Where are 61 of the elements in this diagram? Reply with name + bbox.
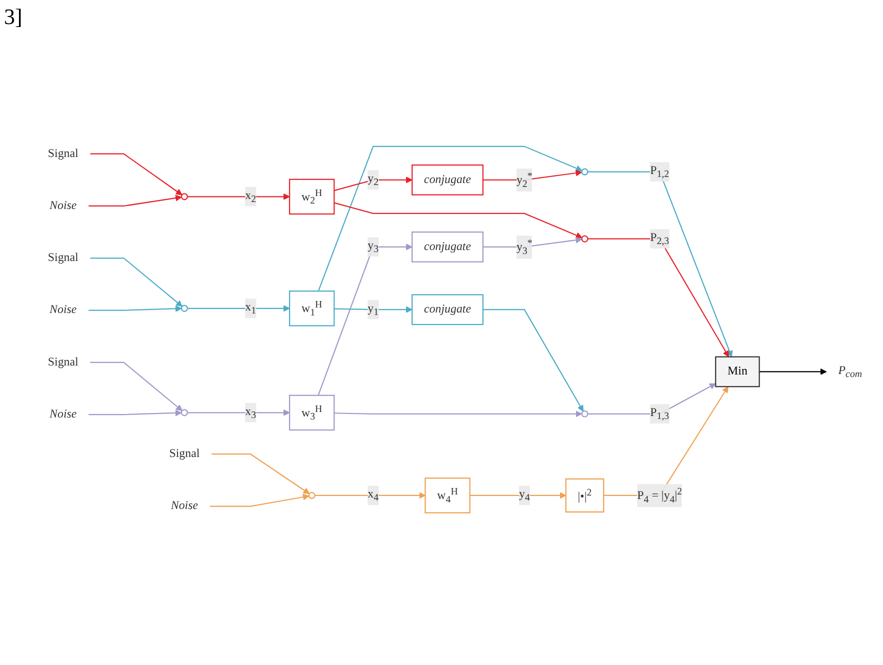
- arrow: [588, 383, 716, 414]
- edge-label: P$_{1,2}$: [650, 164, 670, 180]
- arrow: [334, 410, 582, 418]
- edge-label: P$_{4}$ = |y$_{4}$|$^{2}$: [637, 486, 682, 505]
- arrow: [187, 305, 290, 312]
- node-circle: [180, 193, 188, 200]
- node-box: conjugate: [412, 164, 484, 196]
- arrow: [482, 309, 584, 412]
- edge-label: x$_{1}$: [245, 300, 256, 316]
- node-circle: [581, 410, 588, 418]
- arrow: [88, 305, 182, 312]
- node-text: Noise: [50, 199, 77, 212]
- note-text: 3]: [4, 4, 22, 30]
- edge-label: x$_{3}$: [245, 405, 256, 420]
- edge-label: x$_{2}$: [245, 189, 256, 204]
- node-circle: [308, 492, 316, 499]
- node-box: conjugate: [412, 231, 484, 262]
- node-text: Signal: [48, 251, 78, 264]
- edge-label: y$_{4}$: [518, 488, 530, 503]
- arrow: [334, 306, 412, 313]
- edge-label: y$_{3}$: [368, 239, 379, 254]
- edge-label: P$_{2,3}$: [650, 231, 670, 246]
- node-text: Signal: [169, 447, 200, 460]
- arrow: [88, 194, 182, 206]
- node-text: Signal: [48, 147, 78, 160]
- arrow: [318, 146, 582, 292]
- edge-label: x$_{4}$: [368, 488, 379, 503]
- node-circle: [180, 409, 188, 416]
- arrow: [482, 236, 582, 248]
- node-text: P$_{com}$: [838, 364, 862, 380]
- arrow: [604, 386, 728, 496]
- arrow: [90, 153, 182, 196]
- arrow: [588, 171, 733, 358]
- arrow: [470, 492, 566, 499]
- edge-label: y$_{2}$: [368, 172, 379, 188]
- arrow: [88, 410, 182, 416]
- node-box: Min: [715, 356, 760, 388]
- arrow: [334, 202, 582, 238]
- edge-label: P$_{1,3}$: [650, 406, 670, 422]
- arrow: [187, 193, 290, 200]
- arrow: [90, 362, 182, 412]
- node-circle: [180, 304, 188, 312]
- node-text: Noise: [170, 499, 198, 512]
- node-text: Noise: [50, 304, 77, 316]
- arrow: [318, 244, 412, 396]
- node-box: |•|$^{2}$: [565, 478, 604, 512]
- edge-label: y$_{1}$: [368, 302, 379, 318]
- arrow: [212, 454, 310, 494]
- node-text: Noise: [50, 408, 77, 420]
- node-circle: [581, 168, 588, 176]
- arrow: [482, 170, 582, 180]
- arrow: [314, 492, 426, 499]
- node-box: conjugate: [412, 294, 484, 325]
- arrow: [187, 409, 290, 416]
- arrow: [588, 238, 730, 358]
- node-circle: [581, 235, 588, 242]
- arrow: [210, 494, 310, 507]
- arrow: [334, 176, 412, 192]
- arrow: [90, 258, 182, 307]
- arrow: [759, 368, 827, 375]
- node-text: Signal: [48, 356, 78, 368]
